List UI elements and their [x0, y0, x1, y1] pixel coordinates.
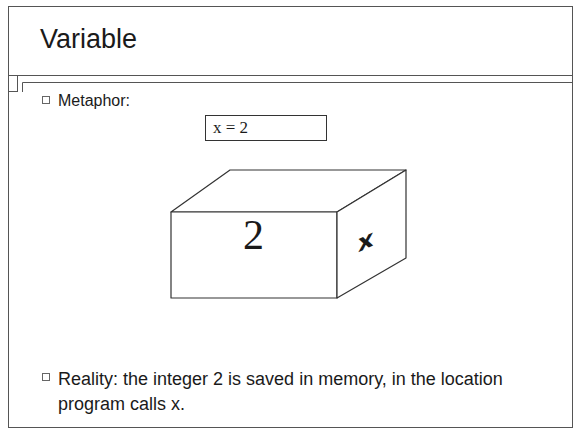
assignment-text: x = 2 — [213, 119, 248, 137]
rule-tab — [9, 76, 18, 92]
bullet-square — [43, 97, 50, 104]
box-content: 2 — [170, 213, 337, 257]
rule-bar — [23, 83, 574, 93]
box-front — [171, 212, 337, 298]
bullet-text: Metaphor: — [58, 91, 130, 111]
title-rule — [8, 75, 573, 76]
box-side — [337, 170, 406, 298]
slide-title: Variable — [40, 24, 137, 55]
storage-box-figure: 2x — [170, 166, 408, 300]
slide-border — [9, 7, 573, 428]
value-box: x = 2 — [205, 115, 327, 141]
bullet-square — [43, 374, 50, 381]
bullet-text: Reality: the integer 2 is saved in memor… — [58, 367, 540, 417]
